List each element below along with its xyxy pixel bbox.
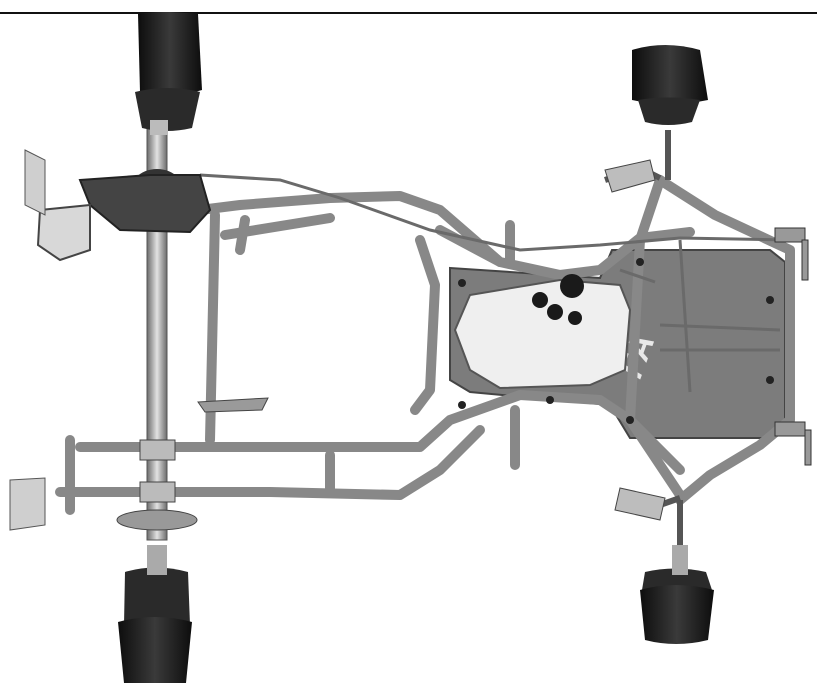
top-divider-line [0, 12, 817, 14]
rear-wheel-top [135, 12, 202, 135]
front-wheel-top [632, 45, 708, 125]
bumper-mounts [774, 227, 812, 466]
steering-arms [604, 159, 666, 521]
pedal [197, 397, 269, 413]
front-wheel-bottom [640, 545, 714, 644]
engine-mount [9, 149, 212, 531]
fuel-cap [560, 274, 584, 298]
control-rods [199, 173, 791, 393]
tray-rivets [458, 258, 774, 424]
fuel-tank [453, 274, 632, 390]
chassis-frame [55, 175, 795, 515]
rear-wheel-bottom [118, 545, 192, 683]
